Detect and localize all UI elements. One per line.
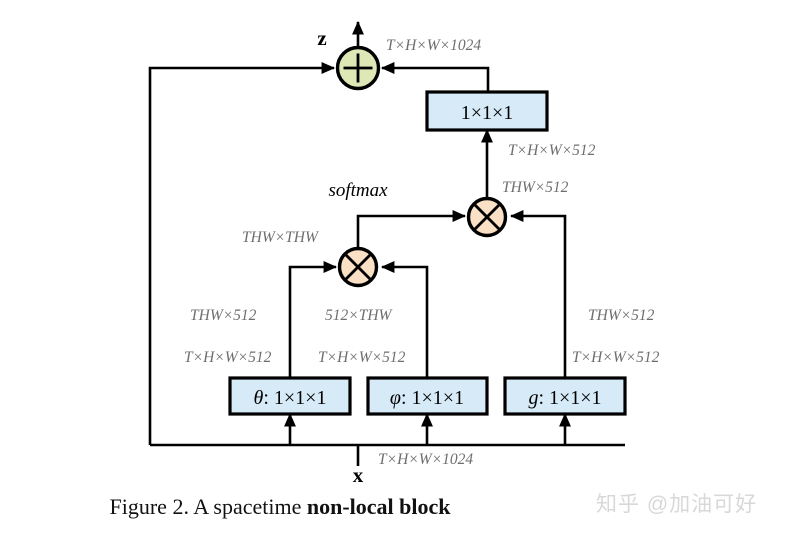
g-sep: :	[538, 387, 549, 409]
matmul-qk-x2	[345, 254, 371, 280]
dim-softmax-out: THW×THW	[242, 229, 320, 246]
dim-phi-flat: 512×THW	[325, 307, 394, 324]
wire-phi-to-matmul	[380, 261, 429, 378]
phi-conv-box-label: φ: 1×1×1	[390, 387, 464, 409]
theta-sep: :	[263, 387, 274, 409]
dim-attention-out: THW×512	[502, 179, 569, 196]
wire-g-to-attention	[509, 210, 567, 378]
conv-box-group: 1×1×1 θ: 1×1×1 φ: 1×1×1 g: 1×1×1	[228, 90, 627, 416]
watermark: 知乎 @加油可好	[596, 493, 758, 516]
matmul-attention-x2	[474, 204, 500, 230]
sum-node	[335, 45, 381, 91]
top-conv-box-label: 1×1×1	[461, 102, 514, 124]
g-kernel: 1×1×1	[549, 387, 602, 409]
top-conv-box[interactable]	[425, 90, 549, 132]
figure-caption-prefix: Figure 2. A spacetime	[109, 494, 307, 519]
dim-input-shape: T×H×W×1024	[378, 451, 473, 468]
g-conv-box[interactable]	[503, 376, 627, 416]
theta-conv-box-label: θ: 1×1×1	[254, 387, 327, 409]
matmul-qk-node	[337, 246, 379, 288]
dim-output-shape: T×H×W×1024	[386, 37, 481, 54]
dim-topconv-in: T×H×W×512	[508, 142, 596, 159]
dim-phi-shape: T×H×W×512	[318, 349, 406, 366]
dim-theta-flat: THW×512	[190, 307, 257, 324]
matmul-attention-node	[466, 196, 508, 238]
theta-symbol: θ	[254, 387, 264, 409]
dim-g-flat: THW×512	[588, 307, 655, 324]
g-symbol: g	[528, 387, 538, 409]
phi-sep: :	[401, 387, 412, 409]
output-label-z: z	[317, 26, 326, 50]
wire-topconv-to-sum	[380, 62, 490, 92]
softmax-label: softmax	[328, 180, 388, 201]
figure-caption-bold: non-local block	[306, 494, 451, 519]
wire-residual-skip	[148, 62, 336, 445]
phi-conv-box[interactable]	[366, 376, 489, 416]
figure-caption: Figure 2. A spacetime non-local block	[0, 494, 560, 520]
wire-softmax-to-attention	[356, 210, 467, 249]
wire-group	[148, 20, 625, 466]
theta-kernel: 1×1×1	[274, 387, 327, 409]
g-conv-box-label: g: 1×1×1	[528, 387, 601, 409]
wire-theta-to-matmul	[288, 261, 338, 378]
dim-g-shape: T×H×W×512	[572, 349, 660, 366]
input-label-x: x	[353, 463, 364, 487]
dim-theta-shape: T×H×W×512	[184, 349, 272, 366]
theta-conv-box[interactable]	[228, 376, 352, 416]
phi-kernel: 1×1×1	[412, 387, 465, 409]
phi-symbol: φ	[390, 387, 401, 409]
